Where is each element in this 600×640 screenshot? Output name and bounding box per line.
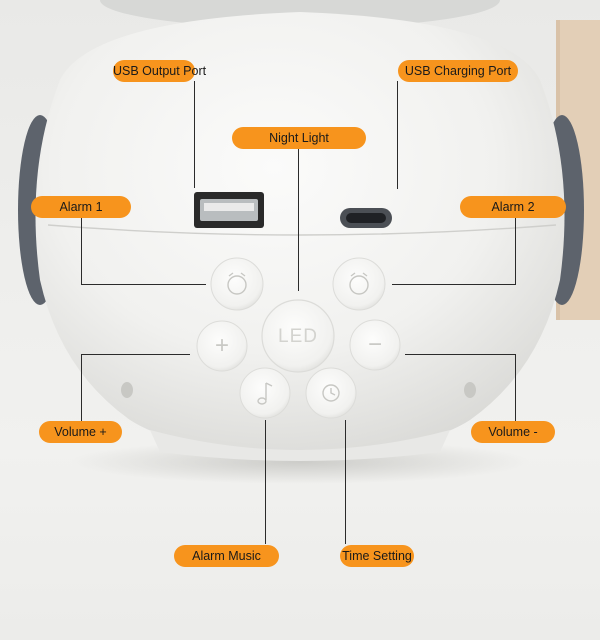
leader-alarm-2-v <box>515 218 516 284</box>
label-time-setting: Time Setting <box>340 545 414 567</box>
leader-alarm-2-h <box>392 284 516 285</box>
leader-night-light-v <box>298 149 299 291</box>
alarm-music-button[interactable] <box>239 367 291 419</box>
body-seam <box>47 224 557 236</box>
label-alarm-1: Alarm 1 <box>31 196 131 218</box>
leader-volume-plus-v <box>81 354 82 422</box>
clock-icon <box>322 384 340 402</box>
label-volume-minus: Volume - <box>471 421 555 443</box>
music-note-icon <box>257 382 273 405</box>
time-setting-button[interactable] <box>305 367 357 419</box>
label-alarm-music: Alarm Music <box>174 545 279 567</box>
usb-output-port <box>194 192 264 228</box>
label-night-light: Night Light <box>232 127 366 149</box>
minus-symbol: − <box>367 331 382 358</box>
leader-volume-plus-h <box>81 354 190 355</box>
usb-charging-port <box>340 208 392 228</box>
leader-alarm-1-h <box>81 284 206 285</box>
leader-alarm-music-v <box>265 420 266 544</box>
plus-symbol: + <box>214 332 229 359</box>
alarm-2-button[interactable] <box>332 257 386 311</box>
label-volume-plus: Volume + <box>39 421 122 443</box>
leader-usb-output-v <box>194 81 195 188</box>
alarm-clock-2-icon <box>349 272 369 295</box>
label-alarm-2: Alarm 2 <box>460 196 566 218</box>
device-body <box>35 12 565 455</box>
volume-minus-button[interactable] <box>349 319 401 371</box>
leader-time-setting-v <box>345 420 346 544</box>
leader-usb-charging-v <box>397 81 398 189</box>
volume-plus-button[interactable] <box>196 320 248 372</box>
alarm-clock-1-icon <box>227 272 247 295</box>
led-night-light-button[interactable] <box>261 299 335 373</box>
led-button-text: LED <box>278 326 318 347</box>
alarm-1-button[interactable] <box>210 257 264 311</box>
leader-volume-minus-v <box>515 354 516 422</box>
label-usb-charging-port: USB Charging Port <box>398 60 518 82</box>
label-usb-output-port: USB Output Port <box>113 60 206 82</box>
leader-volume-minus-h <box>405 354 515 355</box>
leader-alarm-1-v <box>81 218 82 284</box>
